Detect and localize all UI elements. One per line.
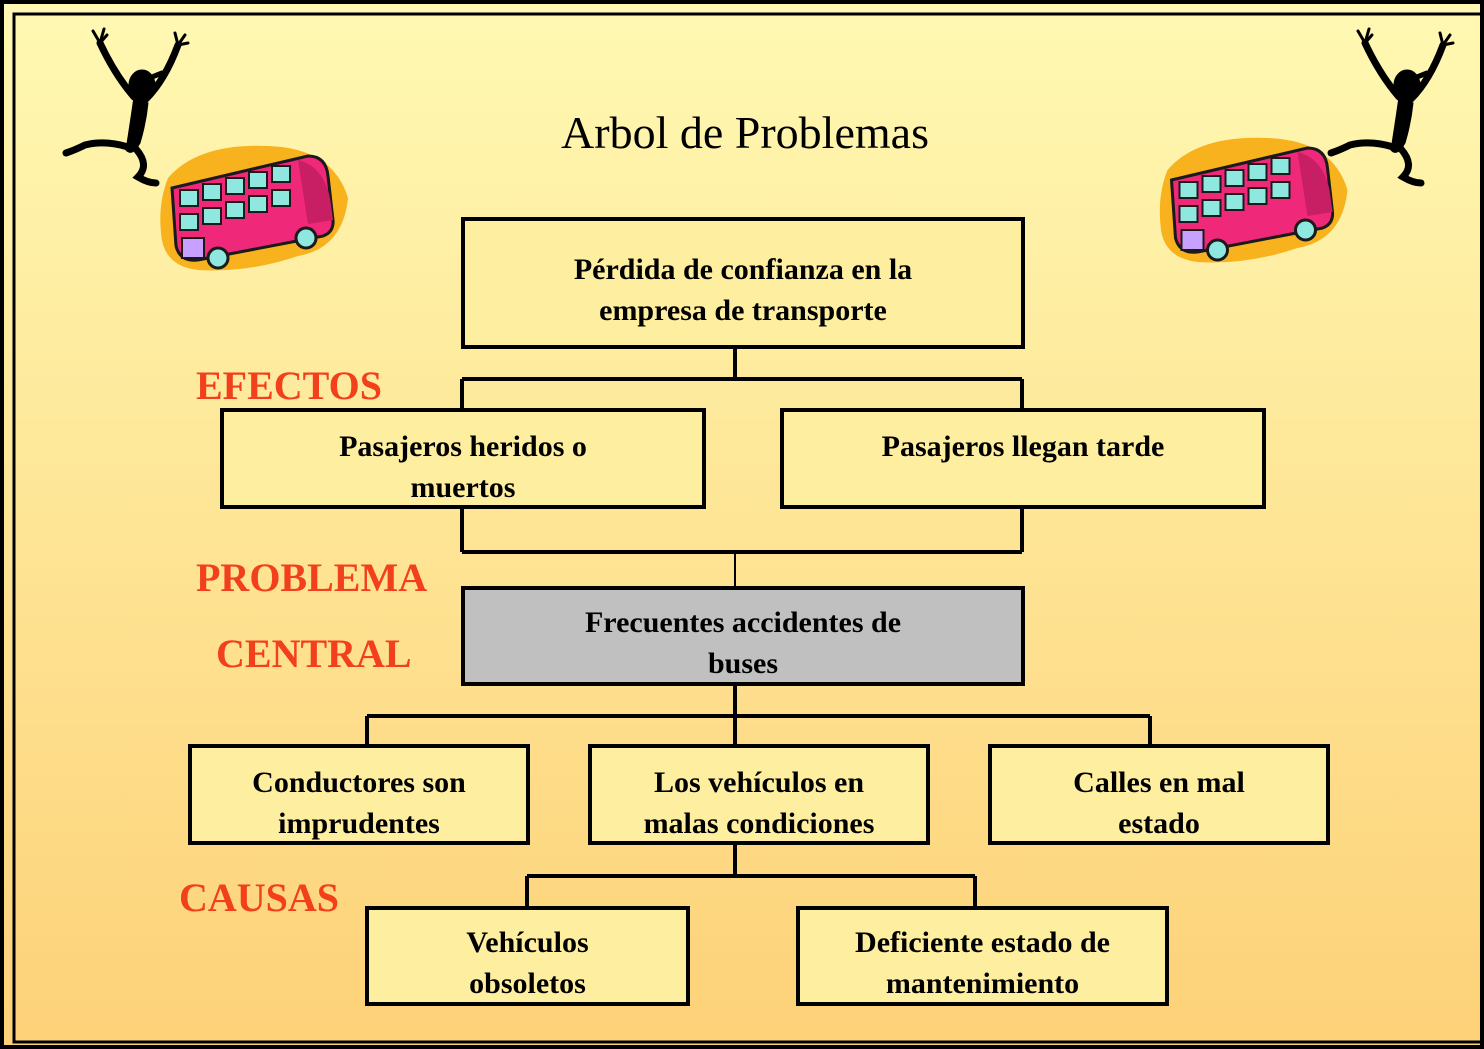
bus-icon bbox=[160, 145, 348, 271]
node-central-problem-text: Frecuentes accidentes de buses bbox=[584, 606, 902, 680]
node-cause-2-text: Los vehículos en malas condiciones bbox=[643, 766, 875, 840]
node-effect-right: Pasajeros llegan tarde bbox=[780, 408, 1266, 509]
label-central: CENTRAL bbox=[216, 631, 412, 676]
node-central-problem: Frecuentes accidentes de buses bbox=[461, 586, 1025, 686]
node-cause-3-text: Calles en mal estado bbox=[1073, 766, 1245, 840]
node-cause-1-text: Conductores son imprudentes bbox=[252, 766, 466, 840]
label-causas: CAUSAS bbox=[179, 875, 340, 920]
node-subcause-1: Vehículos obsoletos bbox=[365, 906, 690, 1006]
node-cause-3: Calles en mal estado bbox=[988, 744, 1330, 845]
inner-border bbox=[12, 12, 1484, 1044]
node-effect-right-text: Pasajeros llegan tarde bbox=[881, 430, 1165, 463]
node-subcause-2-text: Deficiente estado de mantenimiento bbox=[855, 926, 1110, 1000]
node-top-effect-text: Pérdida de confianza en la empresa de tr… bbox=[573, 253, 913, 327]
node-cause-1: Conductores son imprudentes bbox=[188, 744, 530, 845]
tree-connectors bbox=[365, 348, 1152, 908]
label-problema: PROBLEMA bbox=[196, 555, 428, 600]
dancing-figure-icon bbox=[62, 27, 190, 187]
node-cause-2: Los vehículos en malas condiciones bbox=[588, 744, 930, 845]
node-subcause-1-text: Vehículos obsoletos bbox=[466, 926, 589, 1000]
page-title: Arbol de Problemas bbox=[561, 107, 929, 158]
node-effect-left: Pasajeros heridos o muertos bbox=[220, 408, 706, 509]
node-top-effect: Pérdida de confianza en la empresa de tr… bbox=[461, 217, 1025, 349]
bus-icon bbox=[1159, 137, 1348, 263]
node-subcause-2: Deficiente estado de mantenimiento bbox=[796, 906, 1169, 1006]
node-effect-left-text: Pasajeros heridos o muertos bbox=[339, 430, 587, 504]
label-efectos: EFECTOS bbox=[196, 363, 382, 408]
dancing-figure-icon bbox=[1327, 27, 1455, 187]
